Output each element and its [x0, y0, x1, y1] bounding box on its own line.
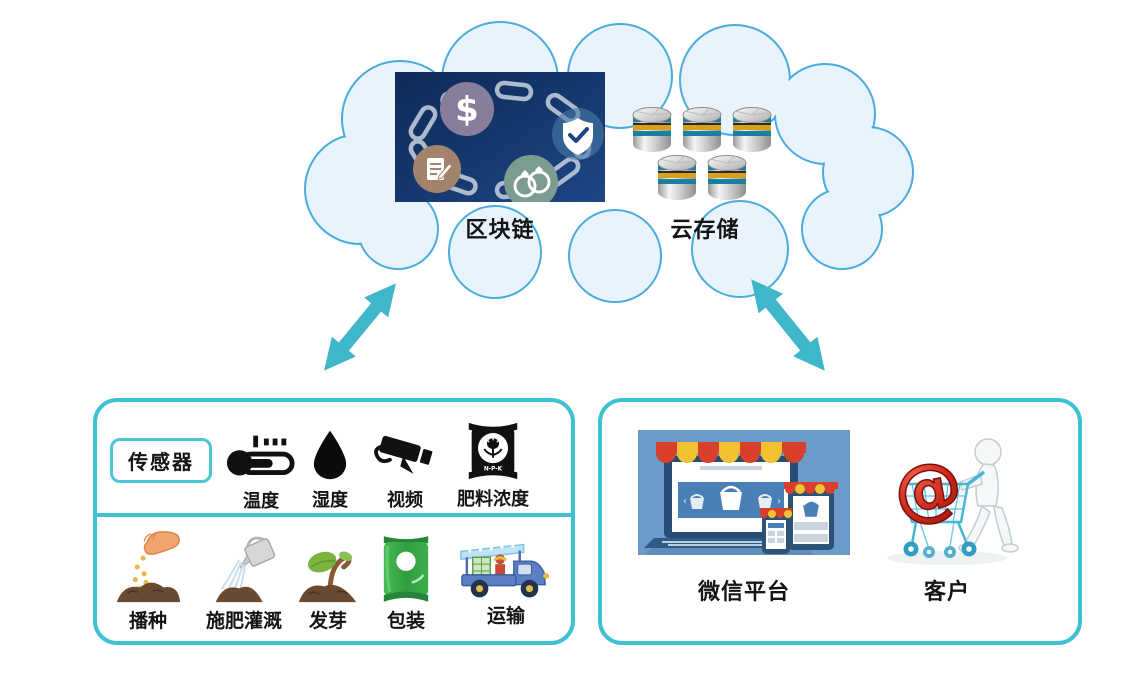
stage-label: 施肥灌溉	[205, 610, 282, 632]
awning-icon	[656, 442, 806, 463]
stage-label: 包装	[386, 610, 425, 632]
blockchain-image: $	[395, 72, 605, 202]
sensor-item: N-P-K 肥料浓度	[453, 419, 533, 511]
blockchain-label: 区块链	[465, 218, 535, 243]
contract-icon	[413, 145, 461, 193]
sensor-item: 视频	[371, 431, 439, 512]
database-stack-icon	[630, 102, 778, 202]
customer-cart-image: @	[887, 438, 1019, 565]
db-cylinder-icon	[680, 102, 724, 154]
stage-label: 发芽	[308, 610, 347, 632]
stage-label: 运输	[486, 605, 525, 627]
watering-can-icon	[215, 536, 276, 603]
stage-item: 包装	[360, 529, 452, 633]
stage-item: 运输	[458, 531, 554, 628]
cloud-storage-label: 云存储	[670, 218, 740, 243]
sowing-hand-icon	[116, 531, 181, 603]
db-cylinder-icon	[655, 150, 699, 202]
svg-text:$: $	[455, 90, 479, 130]
person-figure	[958, 438, 1019, 553]
rings-icon	[504, 155, 558, 202]
svg-text:‹: ‹	[683, 496, 687, 507]
online-shop-image: ‹ ›	[638, 430, 850, 555]
market-panel: ‹ ›	[598, 398, 1082, 645]
wechat-platform-label: 微信平台	[697, 580, 790, 605]
sensor-label: 肥料浓度	[457, 489, 529, 510]
delivery-truck-icon	[460, 541, 550, 598]
sensor-item: 湿度	[296, 430, 364, 512]
shield-check-icon	[552, 108, 604, 160]
dollar-coin-icon: $	[440, 82, 494, 136]
svg-text:›: ›	[777, 496, 781, 507]
panel-divider	[97, 513, 571, 517]
customer-label: 客户	[923, 580, 970, 605]
stage-item: 施肥灌溉	[198, 527, 290, 633]
npk-text: N-P-K	[484, 466, 503, 472]
db-cylinder-icon	[730, 102, 774, 154]
sensor-label: 视频	[387, 490, 423, 511]
shopping-cart-icon	[900, 470, 986, 547]
sensor-item: 温度	[226, 433, 295, 513]
stage-item: 发芽	[282, 527, 374, 633]
package-bag-icon	[383, 536, 429, 602]
stage-label: 播种	[128, 610, 167, 632]
thermometer-icon	[226, 435, 295, 476]
sensor-label: 湿度	[312, 490, 348, 511]
db-cylinder-icon	[630, 102, 674, 154]
cctv-camera-icon	[374, 435, 433, 474]
sprout-icon	[298, 551, 357, 603]
sensor-badge: 传感器	[110, 438, 212, 483]
at-symbol-icon: @	[888, 445, 969, 535]
fertilizer-bag-icon: N-P-K	[468, 422, 518, 480]
water-drop-icon	[313, 430, 347, 480]
farm-panel: 传感器 温度 湿度	[93, 398, 575, 645]
db-cylinder-icon	[705, 150, 749, 202]
sensor-label: 温度	[243, 491, 279, 512]
stage-item: 播种	[102, 527, 194, 633]
